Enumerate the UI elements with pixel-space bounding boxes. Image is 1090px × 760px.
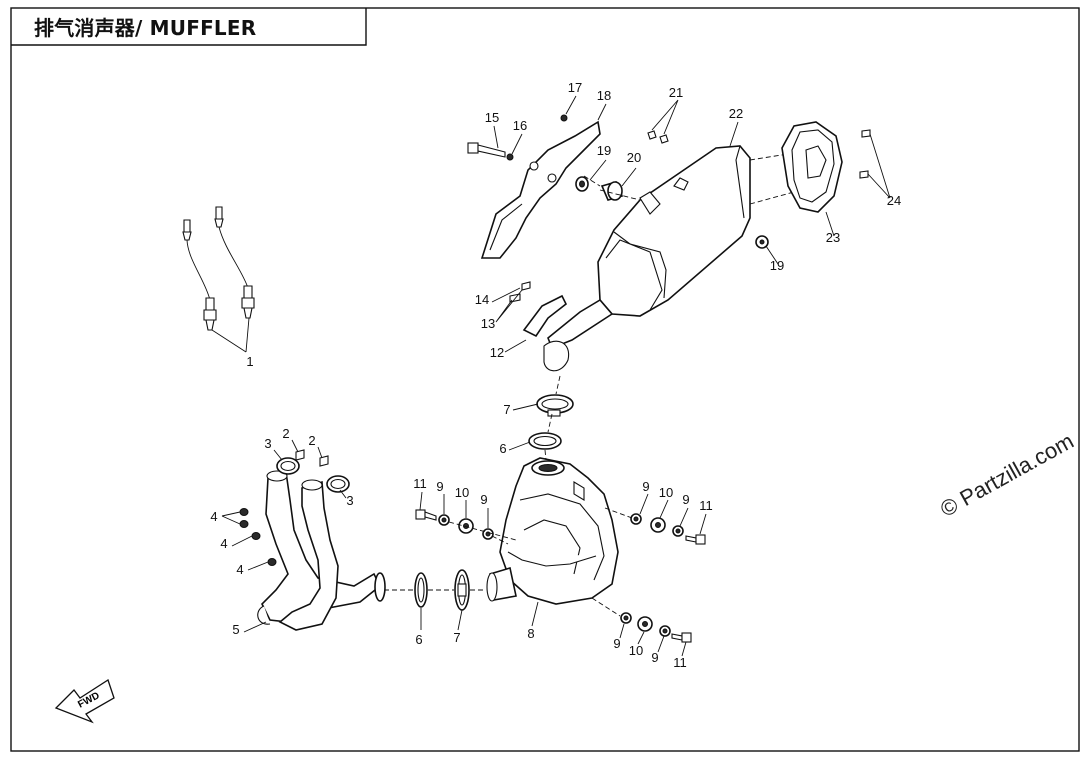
callout-11[interactable]: 11: [673, 655, 687, 670]
grommet-10-right[interactable]: [650, 517, 666, 533]
clamp-7-upper[interactable]: [536, 394, 574, 417]
callout-2[interactable]: 2: [308, 433, 315, 448]
callout-14[interactable]: 14: [475, 292, 489, 307]
washer-9-left-b[interactable]: [482, 528, 494, 540]
callout-4[interactable]: 4: [210, 509, 217, 524]
washer-9-bottom-a[interactable]: [620, 612, 632, 624]
oxygen-sensor-right[interactable]: [214, 206, 255, 319]
stud-4b[interactable]: [239, 520, 249, 528]
header-pipe[interactable]: [257, 470, 386, 631]
washer-9-left-a[interactable]: [438, 514, 450, 526]
callout-19[interactable]: 19: [770, 258, 784, 273]
washer-9-bottom-b[interactable]: [659, 625, 671, 637]
callout-3[interactable]: 3: [264, 436, 271, 451]
callout-9[interactable]: 9: [651, 650, 658, 665]
callout-23[interactable]: 23: [826, 230, 840, 245]
nut-2a[interactable]: [295, 449, 305, 461]
muffler-end-cap[interactable]: [781, 121, 843, 213]
callout-9[interactable]: 9: [480, 492, 487, 507]
nut-21a[interactable]: [647, 130, 657, 140]
callout-24[interactable]: 24: [887, 193, 901, 208]
bolt-11-right[interactable]: [685, 534, 706, 545]
clamp-7-lower[interactable]: [454, 569, 470, 611]
callout-21[interactable]: 21: [669, 85, 683, 100]
callout-16[interactable]: 16: [513, 118, 527, 133]
oxygen-sensor-left[interactable]: [182, 219, 217, 331]
washer-16[interactable]: [506, 153, 514, 161]
callout-18[interactable]: 18: [597, 88, 611, 103]
callout-10[interactable]: 10: [659, 485, 673, 500]
callout-9[interactable]: 9: [642, 479, 649, 494]
nut-17[interactable]: [560, 114, 568, 122]
stud-4d[interactable]: [267, 558, 277, 566]
callout-9[interactable]: 9: [682, 492, 689, 507]
washer-9-right-a[interactable]: [630, 513, 642, 525]
callout-12[interactable]: 12: [490, 345, 504, 360]
callout-9[interactable]: 9: [613, 636, 620, 651]
callout-13[interactable]: 13: [481, 316, 495, 331]
screw-24b[interactable]: [859, 170, 869, 179]
callout-2[interactable]: 2: [282, 426, 289, 441]
callout-15[interactable]: 15: [485, 110, 499, 125]
gasket-6-lower[interactable]: [414, 572, 428, 608]
catalyst-body[interactable]: [486, 457, 619, 605]
nut-2b[interactable]: [319, 455, 329, 467]
callout-20[interactable]: 20: [627, 150, 641, 165]
washer-9-right-b[interactable]: [672, 525, 684, 537]
callout-6[interactable]: 6: [499, 441, 506, 456]
fwd-arrow-icon: FWD: [54, 679, 115, 724]
callout-11[interactable]: 11: [699, 498, 713, 513]
muffler-body[interactable]: [543, 145, 751, 372]
callout-7[interactable]: 7: [503, 402, 510, 417]
callout-17[interactable]: 17: [568, 80, 582, 95]
callout-1[interactable]: 1: [246, 354, 253, 369]
stud-4c[interactable]: [251, 532, 261, 540]
bolt-11-bottom[interactable]: [671, 632, 692, 643]
bracket-hole: [529, 161, 539, 171]
callout-10[interactable]: 10: [629, 643, 643, 658]
gasket-6-upper[interactable]: [528, 432, 562, 450]
callout-4[interactable]: 4: [236, 562, 243, 577]
callout-7[interactable]: 7: [453, 630, 460, 645]
stud-4a[interactable]: [239, 508, 249, 516]
exhaust-gasket-3-left[interactable]: [276, 457, 300, 475]
heat-shield-bracket[interactable]: [480, 120, 601, 259]
callout-3[interactable]: 3: [346, 493, 353, 508]
bolt-15[interactable]: [467, 142, 506, 158]
nut-21b[interactable]: [659, 134, 669, 144]
callout-6[interactable]: 6: [415, 632, 422, 647]
screw-24a[interactable]: [861, 129, 871, 138]
bolt-11-left[interactable]: [415, 509, 437, 521]
grommet-10-left[interactable]: [458, 518, 474, 534]
callout-22[interactable]: 22: [729, 106, 743, 121]
callout-4[interactable]: 4: [220, 536, 227, 551]
leader-1: [211, 317, 250, 353]
leader-lines: [221, 95, 891, 657]
callout-8[interactable]: 8: [527, 626, 534, 641]
callout-19[interactable]: 19: [597, 143, 611, 158]
page-title: 排气消声器/ MUFFLER: [34, 16, 257, 40]
outer-frame: [10, 7, 1080, 752]
pipe-bracket-12[interactable]: [522, 294, 568, 338]
screw-14[interactable]: [521, 281, 531, 291]
callout-11[interactable]: 11: [413, 476, 427, 491]
callout-9[interactable]: 9: [436, 479, 443, 494]
grommet-20[interactable]: [600, 181, 624, 201]
bracket-hole: [547, 173, 557, 183]
washer-19-lower[interactable]: [755, 235, 769, 249]
title-box: [11, 8, 367, 46]
callout-10[interactable]: 10: [455, 485, 469, 500]
callout-5[interactable]: 5: [232, 622, 239, 637]
grommet-10-bottom[interactable]: [637, 616, 653, 632]
washer-19-upper[interactable]: [575, 176, 589, 192]
exhaust-gasket-3-right[interactable]: [326, 475, 350, 493]
